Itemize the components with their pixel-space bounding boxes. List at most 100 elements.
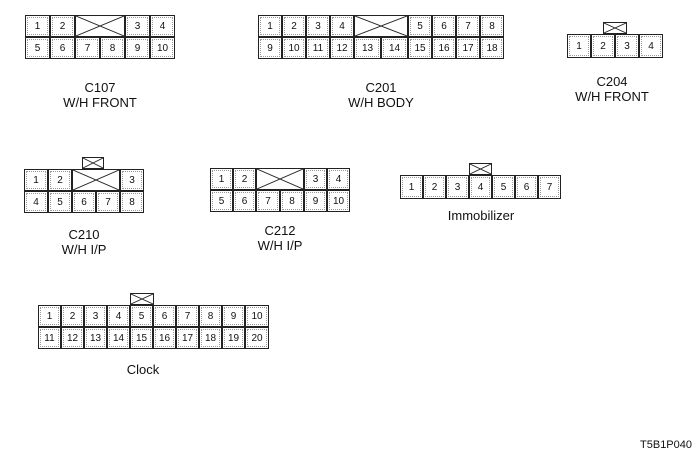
pin-immobilizer-7: 7 [538, 175, 561, 199]
label-c107: C107 W/H FRONT [63, 80, 137, 110]
pin-c107-3: 3 [125, 15, 150, 37]
pin-c107-2: 2 [50, 15, 75, 37]
label-c201: C201 W/H BODY [348, 80, 414, 110]
pin-c210-7: 7 [96, 191, 120, 213]
pin-clock-12: 12 [61, 327, 84, 349]
pin-c212-7: 7 [256, 190, 280, 212]
label-c210: C210 W/H I/P [62, 227, 107, 257]
pin-c204-3: 3 [615, 34, 639, 58]
pin-immobilizer-3: 3 [446, 175, 469, 199]
pin-c107-8: 8 [100, 37, 125, 59]
pin-c201-8: 8 [480, 15, 504, 37]
pin-clock-10: 10 [245, 305, 269, 327]
pin-clock-7: 7 [176, 305, 199, 327]
connector-c204: 1 2 3 4 [567, 22, 663, 58]
pin-clock-9: 9 [222, 305, 245, 327]
pin-clock-5: 5 [130, 305, 153, 327]
connector-name: Immobilizer [447, 208, 515, 223]
pin-c204-4: 4 [639, 34, 663, 58]
pin-c201-18: 18 [480, 37, 504, 59]
connector-desc: W/H BODY [348, 95, 414, 110]
lock-c210 [72, 169, 120, 191]
pin-clock-11: 11 [38, 327, 61, 349]
connector-name: C107 [84, 80, 116, 95]
pin-c201-3: 3 [306, 15, 330, 37]
pin-c201-10: 10 [282, 37, 306, 59]
pin-c204-2: 2 [591, 34, 615, 58]
connector-clock: 1 2 3 4 5 6 7 8 9 10 11 12 13 14 15 16 1… [38, 293, 269, 349]
pin-c212-2: 2 [233, 168, 256, 190]
connector-c201: 1 2 3 4 5 6 7 8 9 10 11 12 13 14 15 16 1… [258, 15, 504, 59]
pin-c212-10: 10 [327, 190, 350, 212]
pin-immobilizer-6: 6 [515, 175, 538, 199]
label-c212: C212 W/H I/P [258, 223, 303, 253]
pin-c212-8: 8 [280, 190, 304, 212]
pin-clock-16: 16 [153, 327, 176, 349]
lock-immobilizer [469, 163, 492, 175]
pin-clock-4: 4 [107, 305, 130, 327]
connector-desc: W/H FRONT [575, 89, 649, 104]
pin-immobilizer-2: 2 [423, 175, 446, 199]
lock-clock [130, 293, 154, 305]
pin-c212-3: 3 [304, 168, 327, 190]
pin-clock-13: 13 [84, 327, 107, 349]
label-c204: C204 W/H FRONT [575, 74, 649, 104]
pin-c107-4: 4 [150, 15, 175, 37]
pin-c201-7: 7 [456, 15, 480, 37]
lock-c212 [256, 168, 304, 190]
pin-c201-11: 11 [306, 37, 330, 59]
pin-immobilizer-4: 4 [469, 175, 492, 199]
pin-clock-20: 20 [245, 327, 269, 349]
connector-name: C204 [596, 74, 628, 89]
connector-name: C210 [68, 227, 100, 242]
pin-clock-19: 19 [222, 327, 245, 349]
pin-c201-2: 2 [282, 15, 306, 37]
lock-c107 [75, 15, 125, 37]
pin-clock-1: 1 [38, 305, 61, 327]
pin-c201-13: 13 [354, 37, 381, 59]
lock-c201 [354, 15, 408, 37]
pin-clock-14: 14 [107, 327, 130, 349]
pin-c107-1: 1 [25, 15, 50, 37]
figure-code: T5B1P040 [640, 439, 692, 451]
pin-c212-5: 5 [210, 190, 233, 212]
pin-c107-5: 5 [25, 37, 50, 59]
connector-desc: W/H FRONT [63, 95, 137, 110]
label-immobilizer: Immobilizer [448, 208, 514, 223]
pin-c212-4: 4 [327, 168, 350, 190]
connector-name: Clock [126, 362, 160, 377]
connector-c107: 1 2 3 4 5 6 7 8 9 10 [25, 15, 175, 59]
lock-c210-tab [82, 157, 104, 169]
pin-clock-3: 3 [84, 305, 107, 327]
pin-c201-6: 6 [432, 15, 456, 37]
connector-name: C212 [264, 223, 296, 238]
pin-immobilizer-5: 5 [492, 175, 515, 199]
pin-c212-9: 9 [304, 190, 327, 212]
pin-c201-14: 14 [381, 37, 408, 59]
pin-c107-9: 9 [125, 37, 150, 59]
connector-immobilizer: 1 2 3 4 5 6 7 [400, 163, 561, 199]
pin-c210-6: 6 [72, 191, 96, 213]
pin-c210-4: 4 [24, 191, 48, 213]
pin-c201-1: 1 [258, 15, 282, 37]
pin-c210-1: 1 [24, 169, 48, 191]
pin-clock-6: 6 [153, 305, 176, 327]
pin-c204-1: 1 [567, 34, 591, 58]
connector-c210: 1 2 3 4 5 6 7 8 [24, 157, 144, 213]
pin-immobilizer-1: 1 [400, 175, 423, 199]
connector-c212: 1 2 3 4 5 6 7 8 9 10 [210, 168, 350, 212]
label-clock: Clock [127, 362, 160, 377]
pin-c201-16: 16 [432, 37, 456, 59]
lock-c204 [603, 22, 627, 34]
pin-c201-9: 9 [258, 37, 282, 59]
pin-c212-6: 6 [233, 190, 256, 212]
pin-c201-5: 5 [408, 15, 432, 37]
pin-c107-10: 10 [150, 37, 175, 59]
pin-c107-6: 6 [50, 37, 75, 59]
pin-c201-15: 15 [408, 37, 432, 59]
pin-clock-15: 15 [130, 327, 153, 349]
pin-clock-17: 17 [176, 327, 199, 349]
pin-c107-7: 7 [75, 37, 100, 59]
pin-c212-1: 1 [210, 168, 233, 190]
pin-clock-18: 18 [199, 327, 222, 349]
